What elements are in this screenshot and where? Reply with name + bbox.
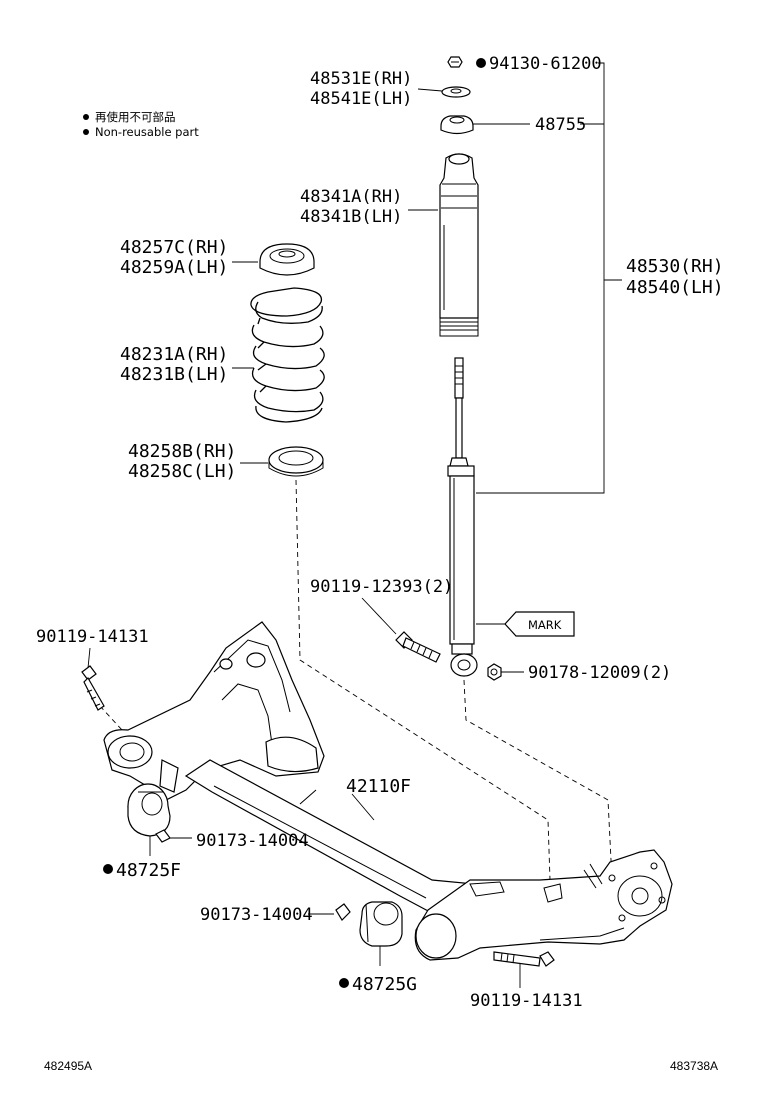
dust-boot-icon[interactable]	[439, 153, 479, 337]
shock-absorber-icon[interactable]	[447, 357, 478, 677]
legend-bullet-jp	[83, 114, 89, 120]
insulator-washer-icon[interactable]	[441, 86, 471, 98]
label-bolt-12393[interactable]: 90119-12393(2)	[310, 577, 453, 597]
label-nut-14004-a[interactable]: 90173-14004	[196, 831, 309, 851]
non-reusable-mark-g-icon	[339, 978, 349, 988]
footer-left-code: 482495A	[44, 1059, 92, 1073]
label-nut-12009[interactable]: 90178-12009(2)	[528, 663, 671, 683]
label-spring-lh[interactable]: 48231B(LH)	[120, 364, 228, 385]
label-boot-lh[interactable]: 48341B(LH)	[300, 207, 402, 227]
label-bushing-f[interactable]: 48725F	[116, 860, 181, 881]
bolt-14131-top-icon[interactable]	[81, 665, 105, 711]
label-upper-seat-lh[interactable]: 48259A(LH)	[120, 257, 228, 278]
non-reusable-mark-f-icon	[103, 864, 113, 874]
upper-spring-seat-icon[interactable]	[259, 243, 315, 276]
label-spring-rh[interactable]: 48231A(RH)	[120, 344, 228, 365]
footer-right-code: 483738A	[670, 1059, 718, 1073]
bushing-48725g-icon[interactable]	[359, 901, 403, 947]
nut-94130-icon[interactable]	[447, 56, 463, 68]
label-lower-seat-rh[interactable]: 48258B(RH)	[128, 441, 236, 462]
support-48755-icon[interactable]	[440, 115, 474, 135]
label-boot-rh[interactable]: 48341A(RH)	[300, 187, 402, 207]
label-nut-94130[interactable]: 94130-61200	[489, 54, 602, 74]
label-absorber-rh[interactable]: 48530(RH)	[626, 256, 724, 277]
label-beam[interactable]: 42110F	[346, 776, 411, 797]
label-support-48755[interactable]: 48755	[535, 115, 586, 135]
label-lower-seat-lh[interactable]: 48258C(LH)	[128, 461, 236, 482]
nut-14004-lower-icon[interactable]	[335, 903, 351, 921]
non-reusable-mark-icon	[476, 58, 486, 68]
mark-callout[interactable]: MARK	[476, 611, 575, 637]
bolt-14131-bottom-icon[interactable]	[493, 951, 555, 967]
legend-bullet-en	[83, 129, 89, 135]
label-bolt-14131-bottom[interactable]: 90119-14131	[470, 991, 583, 1011]
bolt-12393-icon[interactable]	[395, 631, 441, 663]
rear-axle-beam-icon[interactable]	[103, 621, 673, 961]
label-nut-14004-b[interactable]: 90173-14004	[200, 905, 313, 925]
coil-spring-icon[interactable]	[250, 287, 325, 423]
label-mark: MARK	[528, 618, 562, 632]
legend-jp: 再使用不可部品	[95, 110, 176, 124]
label-insulator-lh[interactable]: 48541E(LH)	[310, 89, 412, 109]
label-absorber-lh[interactable]: 48540(LH)	[626, 277, 724, 298]
label-insulator-rh[interactable]: 48531E(RH)	[310, 69, 412, 89]
legend-en: Non-reusable part	[95, 125, 199, 139]
bushing-48725f-icon[interactable]	[127, 783, 171, 837]
label-upper-seat-rh[interactable]: 48257C(RH)	[120, 237, 228, 258]
lower-spring-seat-icon[interactable]	[268, 446, 324, 477]
label-bolt-14131-top[interactable]: 90119-14131	[36, 627, 149, 647]
nut-12009-icon[interactable]	[487, 663, 502, 681]
label-bushing-g[interactable]: 48725G	[352, 974, 417, 995]
